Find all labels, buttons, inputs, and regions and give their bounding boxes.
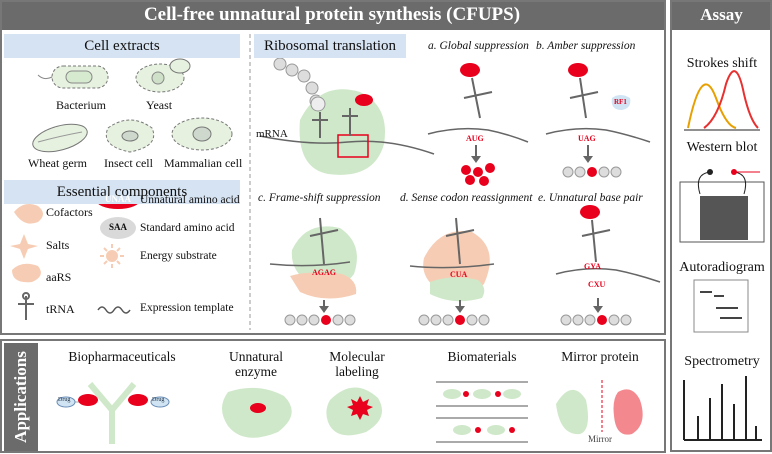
codon-d: CUA — [450, 270, 468, 279]
extract-label-yeast: Yeast — [146, 98, 173, 112]
panel-e-label: e. Unnatural base pair — [538, 192, 643, 204]
mrna-strand — [259, 135, 435, 155]
trna-main — [312, 108, 358, 138]
trna-icon — [18, 292, 34, 320]
app-mirror-protein: Mirror protein — [561, 349, 639, 364]
saa-badge — [100, 217, 136, 239]
rf1-label: RF1 — [614, 98, 627, 106]
component-saa: Standard amino acid — [140, 222, 235, 234]
expression-template-icon — [97, 306, 131, 314]
component-aars: aaRS — [46, 270, 72, 284]
mrna-label: mRNA — [256, 128, 288, 140]
biomaterials-icon — [436, 381, 528, 443]
energy-substrate-icon — [100, 244, 124, 268]
panel-e-artwork — [555, 205, 661, 326]
insect-cell-icon — [105, 119, 155, 153]
wheat-germ-icon — [32, 123, 88, 153]
cfups-frame — [0, 0, 666, 335]
enzyme-unaa — [250, 403, 266, 413]
codon-b: UAG — [578, 134, 596, 143]
yeast-icon — [135, 58, 191, 93]
mammalian-cell-icon — [171, 117, 233, 151]
codon-a: AUG — [466, 134, 484, 143]
component-trna: tRNA — [46, 302, 75, 316]
western-blot-icon — [679, 169, 765, 243]
autoradiogram-icon — [693, 279, 749, 333]
aars-icon — [12, 263, 41, 283]
saa-badge-text: SAA — [108, 222, 127, 232]
extract-label-insect-cell: Insect cell — [104, 156, 153, 170]
panel-c-artwork — [269, 217, 357, 326]
drug-label-right: Drug — [152, 397, 165, 403]
mirror-protein-right — [613, 389, 643, 435]
panel-d-artwork — [409, 217, 495, 326]
app-unnatural-enzyme: Unnatural enzyme — [229, 349, 283, 379]
label-burst-icon — [347, 396, 373, 420]
panel-c-label: c. Frame-shift suppression — [258, 192, 381, 204]
extract-label-bacterium: Bacterium — [56, 98, 106, 112]
extract-label-wheat-germ: Wheat germ — [28, 156, 87, 170]
cell-extracts-header: Cell extracts — [4, 34, 240, 58]
salts-icon — [10, 234, 38, 259]
applications-side-label: Applications — [4, 343, 38, 451]
drug-label-left: Drug — [58, 397, 71, 403]
component-energy: Energy substrate — [140, 250, 217, 262]
saa-main — [310, 96, 326, 112]
assay-frame — [670, 0, 772, 452]
panel-a-artwork — [427, 63, 529, 186]
translation-header: Ribosomal translation — [254, 34, 406, 58]
codon-e: CXU — [588, 280, 606, 289]
mirror-protein-left — [556, 389, 588, 435]
strokes-shift-plot — [684, 70, 760, 131]
unaa-badge-text: UNAA — [105, 194, 131, 204]
assay-spectrometry: Spectrometry — [684, 354, 760, 369]
assay-western-blot: Western blot — [686, 140, 758, 155]
assay-title: Assay — [671, 0, 772, 30]
extract-label-mammalian-cell: Mammalian cell — [164, 156, 243, 170]
codon-c: AGAG — [312, 268, 336, 277]
component-salts: Salts — [46, 238, 70, 252]
applications-frame — [0, 339, 666, 453]
panel-b-artwork — [545, 63, 651, 178]
cofactors-icon — [14, 204, 43, 224]
unaa-main — [355, 94, 373, 106]
component-template: Expression template — [140, 302, 234, 314]
app-molecular-labeling: Molecular labeling — [329, 349, 385, 379]
bacterium-icon — [37, 65, 109, 89]
app-biopharmaceuticals: Biopharmaceuticals — [68, 349, 176, 364]
main-title: Cell-free unnatural protein synthesis (C… — [0, 0, 664, 30]
spectrometry-plot — [683, 376, 762, 441]
panel-b-label: b. Amber suppression — [536, 40, 636, 52]
anticodon-e: GYA — [584, 262, 602, 271]
components-header: Essential components — [4, 180, 240, 204]
mirror-label: Mirror — [588, 434, 612, 444]
antibody-icon — [56, 382, 170, 444]
component-cofactors: Cofactors — [46, 205, 93, 219]
panel-a-label: a. Global suppression — [428, 40, 529, 52]
assay-autoradiogram: Autoradiogram — [679, 260, 765, 275]
app-biomaterials: Biomaterials — [447, 349, 517, 364]
codon-highlight — [337, 134, 369, 158]
assay-strokes-shift: Strokes shift — [686, 56, 758, 71]
panel-d-label: d. Sense codon reassignment — [400, 192, 533, 204]
component-unaa: Unnatural amino acid — [140, 194, 240, 206]
